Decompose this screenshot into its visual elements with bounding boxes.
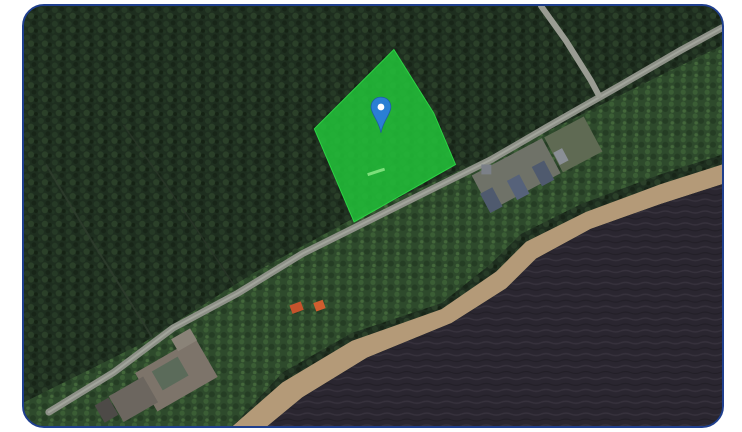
forest-track-2 [122,124,254,314]
satellite-map[interactable] [22,4,724,428]
parcel-marking [367,167,386,177]
buildings-red-roof [289,299,326,314]
buildings-complex [94,328,218,423]
beach [232,164,722,426]
main-road-edge [47,26,722,414]
side-road [538,6,602,99]
map-canvas [24,6,722,426]
river [267,184,722,426]
map-pin-icon[interactable] [370,96,392,133]
buildings-right [480,148,569,214]
land-parcel[interactable] [313,48,457,223]
